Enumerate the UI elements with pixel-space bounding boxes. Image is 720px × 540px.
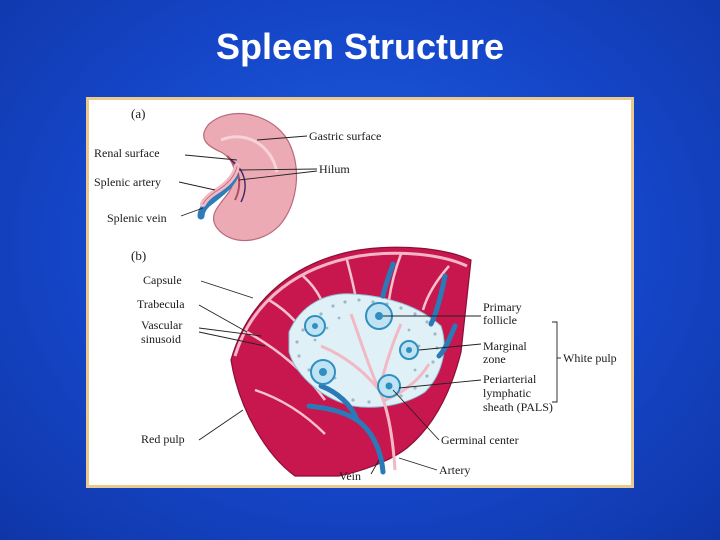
label-primary: Primary	[483, 300, 522, 314]
label-trabecula: Trabecula	[137, 297, 185, 311]
label-marginal: Marginal	[483, 339, 527, 353]
label-sheath: sheath (PALS)	[483, 400, 553, 414]
leader-gastric	[256, 135, 308, 141]
slide-title: Spleen Structure	[215, 26, 505, 67]
spleen-highlight	[220, 135, 279, 173]
spleen-figure-panel: (a) Gastric surface Renal surface Hilum …	[86, 97, 634, 488]
label-lymphatic: lymphatic	[483, 386, 531, 400]
leader-artery	[398, 457, 438, 471]
leader-hilum-1	[238, 168, 318, 171]
label-periarterial: Periarterial	[483, 372, 537, 386]
veins	[306, 261, 458, 475]
hilum-vessels	[226, 155, 241, 201]
spleen-organ-illustration	[203, 112, 298, 242]
follicles	[304, 302, 419, 398]
label-artery: Artery	[439, 463, 470, 477]
label-vascular: Vascular	[141, 318, 182, 332]
splenic-artery-outline	[202, 165, 238, 205]
spleen-diagram: (a) Gastric surface Renal surface Hilum …	[94, 106, 617, 483]
leader-hilum-2	[238, 170, 318, 181]
panel-a-tag: (a)	[131, 106, 145, 121]
leader-red-pulp	[198, 409, 244, 441]
leader-vein	[370, 459, 380, 475]
leader-renal	[184, 154, 238, 161]
leader-germinal-center	[392, 389, 440, 441]
label-renal-surface: Renal surface	[94, 146, 160, 160]
label-splenic-artery: Splenic artery	[94, 175, 161, 189]
panel-a: (a) Gastric surface Renal surface Hilum …	[94, 106, 381, 242]
leader-vascular-2	[198, 331, 266, 347]
label-capsule: Capsule	[143, 273, 182, 287]
white-pulp-bracket	[552, 321, 558, 403]
hilum-vessels-dark	[230, 159, 246, 203]
leader-trabecula	[198, 304, 248, 333]
label-germinal-center: Germinal center	[441, 433, 519, 447]
label-hilum: Hilum	[319, 162, 350, 176]
label-sinusoid: sinusoid	[141, 332, 181, 346]
label-gastric-surface: Gastric surface	[309, 129, 381, 143]
leader-vascular-1	[198, 327, 262, 337]
capsule-rim	[233, 251, 468, 357]
label-white-pulp: White pulp	[563, 351, 617, 365]
label-vein: Vein	[339, 469, 361, 483]
panel-b: (b)	[131, 246, 617, 483]
label-splenic-vein: Splenic vein	[107, 211, 167, 225]
label-follicle: follicle	[483, 313, 517, 327]
leader-marginal-zone	[418, 343, 482, 351]
panel-b-tag: (b)	[131, 248, 146, 263]
leader-splenic-vein	[180, 207, 204, 217]
leader-pals	[398, 379, 482, 389]
leader-splenic-artery	[178, 181, 216, 191]
leader-capsule	[200, 280, 254, 299]
label-red-pulp: Red pulp	[141, 432, 185, 446]
label-zone: zone	[483, 352, 506, 366]
